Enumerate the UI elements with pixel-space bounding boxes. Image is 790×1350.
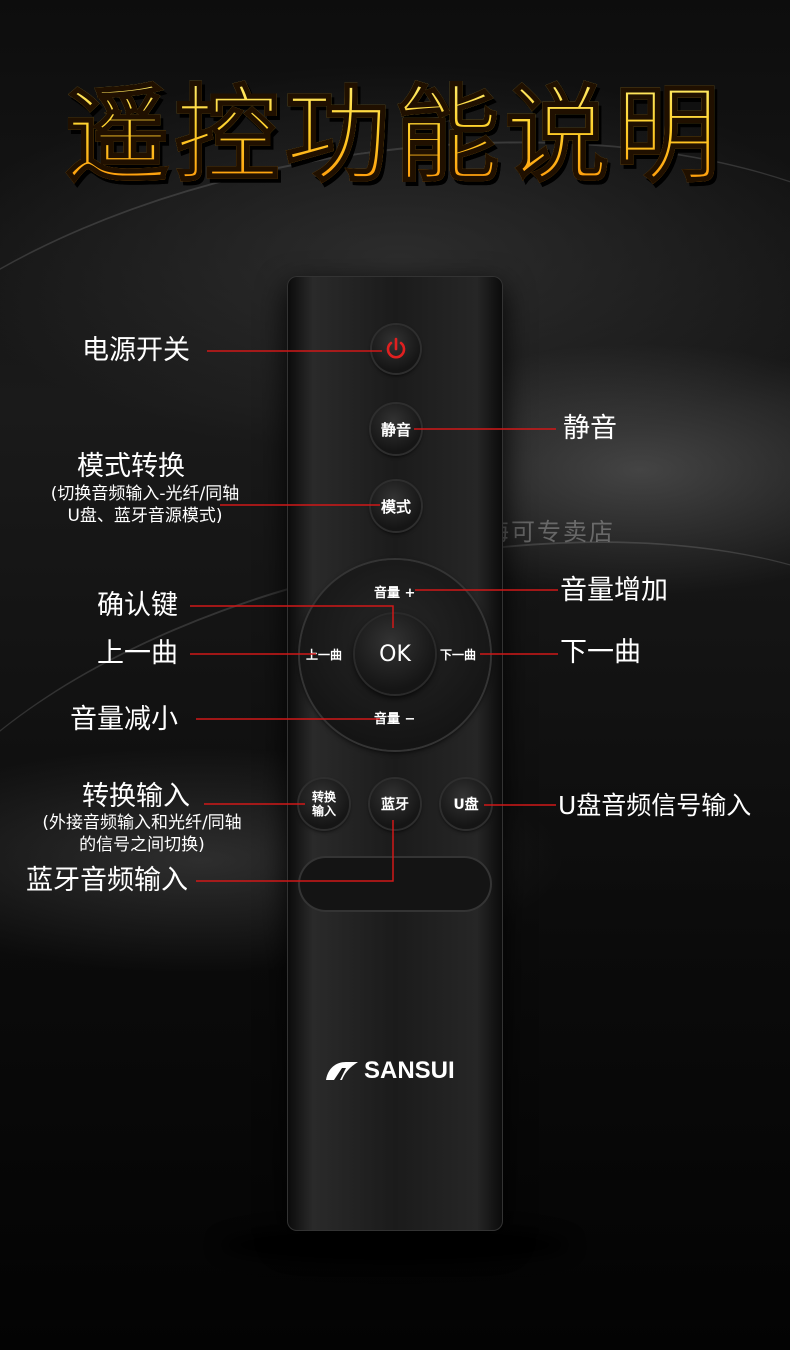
brand-name: SANSUI xyxy=(364,1057,455,1084)
bluetooth-button[interactable]: 蓝牙 xyxy=(370,779,420,829)
leader-line-bluetooth xyxy=(196,820,394,882)
label-mode-note-1: (切换音频输入-光纤/同轴 xyxy=(50,484,240,504)
usb-button[interactable]: U盘 xyxy=(441,779,491,829)
brand-logo: SANSUI xyxy=(322,1056,455,1086)
next-track-key[interactable]: 下一曲 xyxy=(440,648,477,662)
label-usb: U盘音频信号输入 xyxy=(558,791,752,820)
label-mode-note-2: U盘、蓝牙音源模式) xyxy=(67,506,223,526)
label-volume-down: 音量减小 xyxy=(70,704,178,735)
label-mute: 静音 xyxy=(563,413,617,444)
label-volume-up: 音量增加 xyxy=(560,575,668,606)
mode-button[interactable]: 模式 xyxy=(371,481,421,531)
power-icon xyxy=(386,337,406,359)
label-previous: 上一曲 xyxy=(97,638,178,669)
remote-shadow xyxy=(220,1225,570,1265)
label-ok: 确认键 xyxy=(97,590,178,621)
remote-bottom-bar xyxy=(300,858,490,910)
label-switch-note-1: (外接音频输入和光纤/同轴 xyxy=(42,813,242,833)
sansui-logo-icon xyxy=(326,1062,358,1080)
label-switch: 转换输入 xyxy=(82,781,190,812)
power-button[interactable] xyxy=(372,325,420,373)
switch-input-label-line2: 输入 xyxy=(311,804,336,818)
label-mode: 模式转换 xyxy=(77,451,185,482)
previous-track-key[interactable]: 上一曲 xyxy=(306,648,343,662)
volume-down-key[interactable]: 音量 − xyxy=(374,712,416,727)
page-title: 遥控功能说明 xyxy=(0,70,790,200)
volume-up-key[interactable]: 音量 + xyxy=(374,586,416,601)
switch-input-label-line1: 转换 xyxy=(311,790,336,804)
mute-button[interactable]: 静音 xyxy=(371,404,421,454)
leader-line-ok xyxy=(190,605,394,628)
label-power: 电源开关 xyxy=(82,335,190,366)
label-next: 下一曲 xyxy=(560,637,641,668)
label-switch-note-2: 的信号之间切换) xyxy=(79,835,205,855)
ok-button[interactable]: OK xyxy=(355,614,435,694)
switch-input-button[interactable]: 转换 输入 xyxy=(299,779,349,829)
label-bluetooth: 蓝牙音频输入 xyxy=(26,865,188,896)
